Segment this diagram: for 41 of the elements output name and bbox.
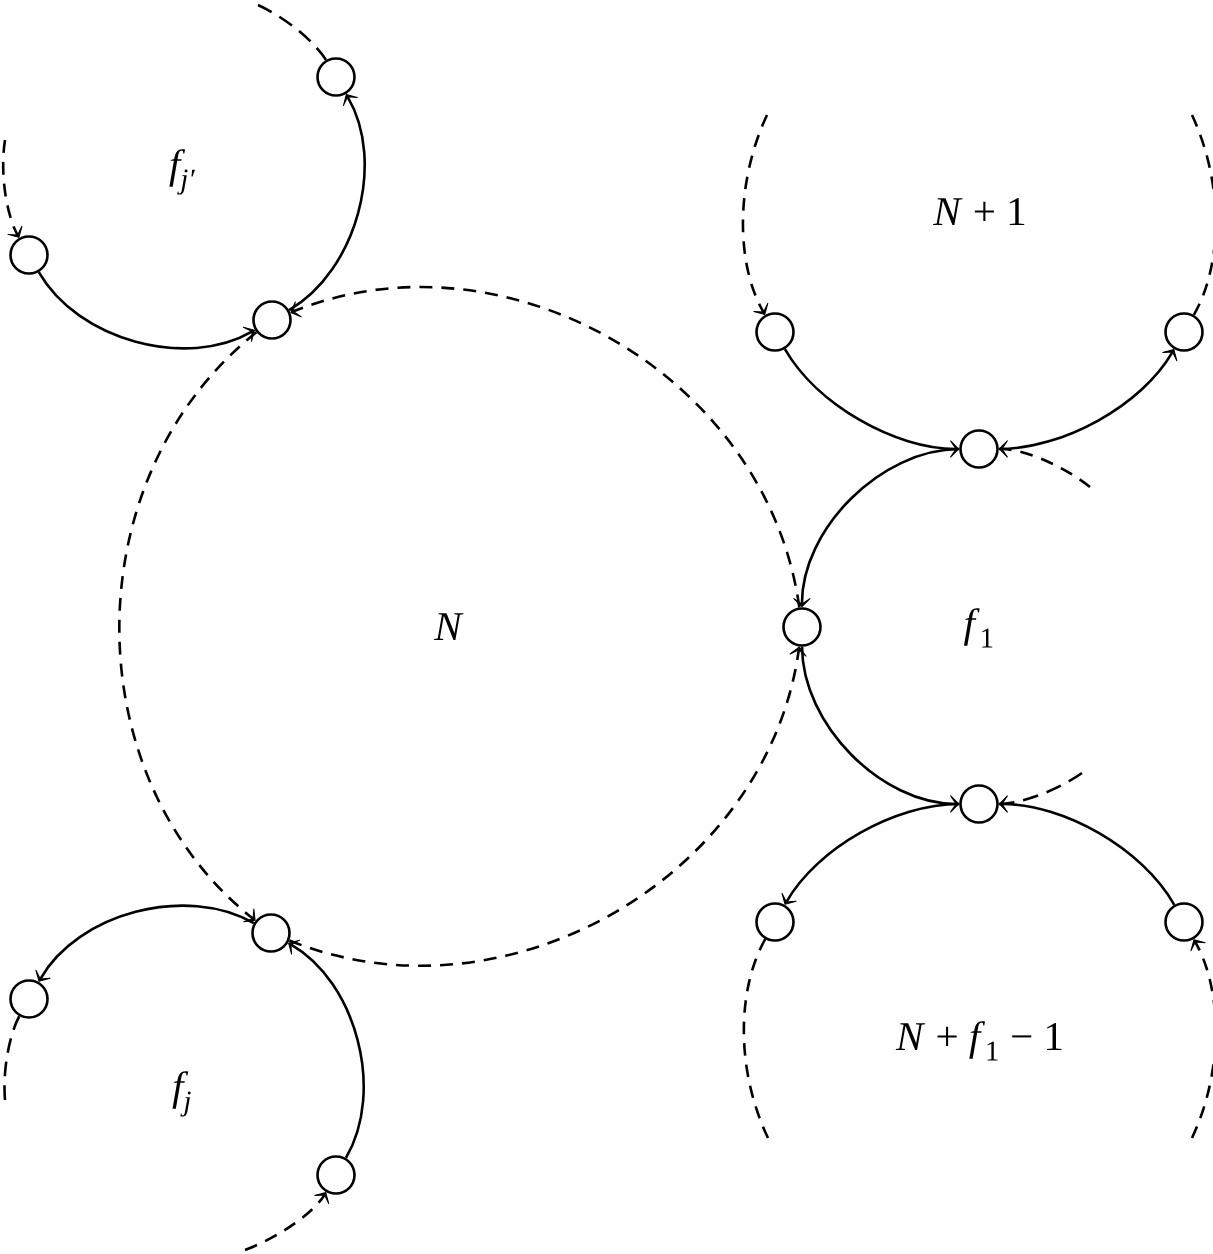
arrow bbox=[998, 795, 1176, 906]
vertex-circle bbox=[959, 784, 999, 824]
arrow bbox=[793, 447, 960, 608]
dashed-line bbox=[998, 771, 1083, 806]
vertex-circle bbox=[316, 57, 356, 97]
arrow bbox=[288, 94, 366, 312]
arrow bbox=[800, 646, 960, 813]
arrow bbox=[35, 904, 255, 982]
region-label: f$_{j}$ bbox=[172, 1071, 191, 1117]
vertex-circle bbox=[9, 979, 49, 1019]
region-label: f$_{1}$ bbox=[963, 608, 993, 648]
dashed-arrow bbox=[998, 440, 1091, 489]
vertex-circle bbox=[252, 300, 292, 340]
dashed-arrow bbox=[290, 286, 801, 608]
vertex-circle bbox=[1164, 902, 1204, 942]
arrow bbox=[37, 271, 255, 350]
vertex-circle bbox=[1164, 312, 1204, 352]
vertex-circle bbox=[755, 312, 795, 352]
dashed-line bbox=[257, 3, 328, 61]
arrow bbox=[288, 939, 365, 1159]
dashed-arrow bbox=[1190, 939, 1213, 1139]
region-label: N + f$_{1}$ − 1 bbox=[895, 1021, 1062, 1061]
region-label: f$_{j′}$ bbox=[169, 149, 195, 195]
vertex-circle bbox=[316, 1155, 356, 1195]
dashed-arrow bbox=[288, 646, 807, 967]
vertex-circle bbox=[959, 429, 999, 469]
dashed-arrow bbox=[244, 1192, 330, 1252]
region-label: N + 1 bbox=[933, 197, 1025, 225]
dashed-arrow bbox=[741, 114, 769, 315]
dashed-arrow bbox=[118, 331, 258, 923]
vertex-circle bbox=[782, 607, 822, 647]
vertex-circle bbox=[755, 902, 795, 942]
dashed-line bbox=[1190, 114, 1213, 316]
region-label: N bbox=[434, 613, 464, 640]
arrow bbox=[781, 802, 960, 905]
vertex-circle bbox=[9, 235, 49, 275]
vertex-circle bbox=[251, 913, 291, 953]
dashed-line bbox=[3, 1015, 21, 1101]
dashed-arrow bbox=[1, 139, 23, 238]
dashed-line bbox=[742, 938, 770, 1139]
arrow bbox=[783, 348, 960, 458]
